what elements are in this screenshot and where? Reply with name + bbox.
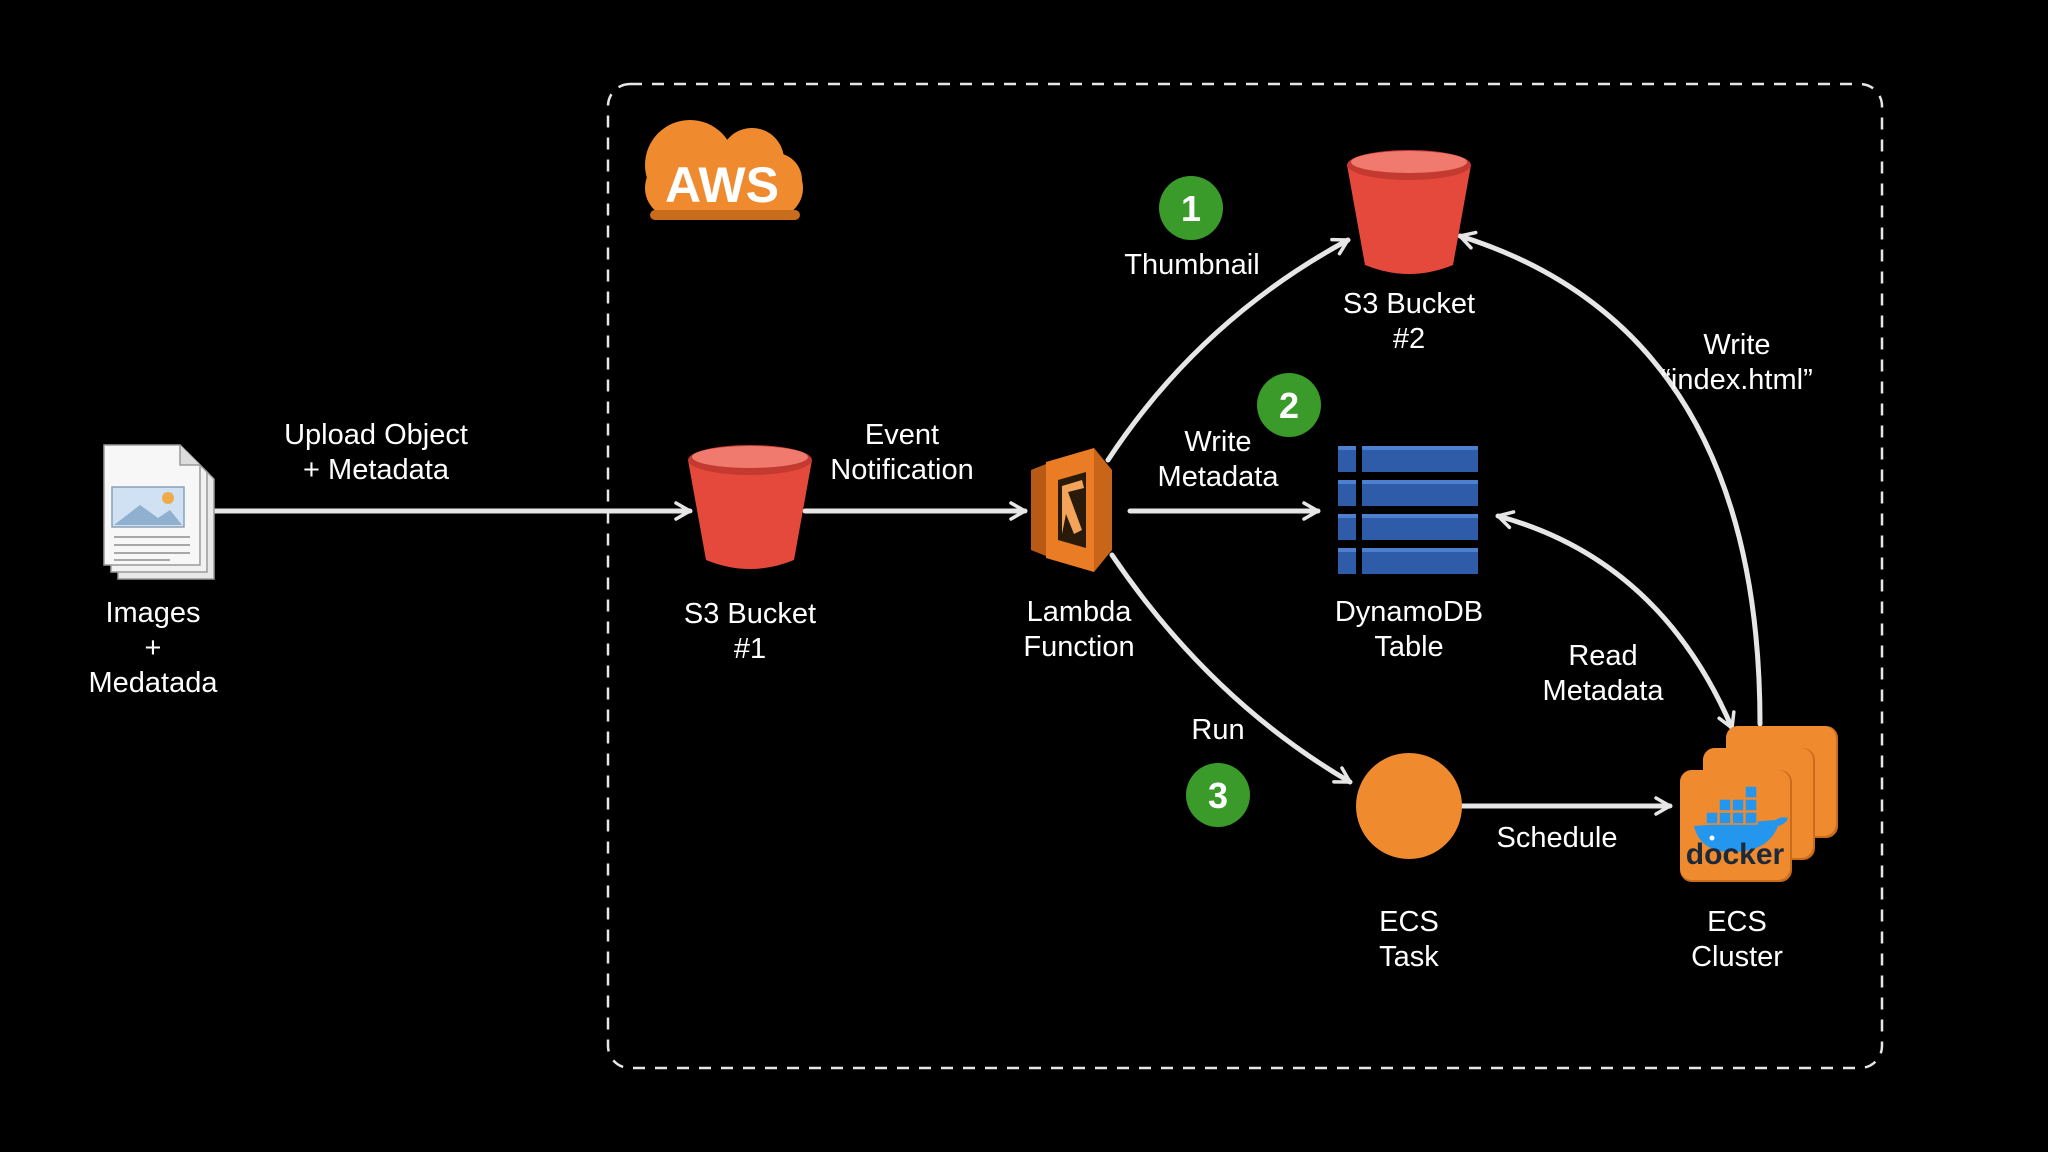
- docker-whale-icon: [1694, 785, 1788, 852]
- write-metadata-label: Write Metadata: [1157, 426, 1279, 493]
- step-badge-1: 1: [1159, 176, 1223, 240]
- lambda-function-label: Lambda Function: [1023, 596, 1135, 663]
- run-label: Run: [1191, 714, 1245, 746]
- s3-bucket-2-label: S3 Bucket #2: [1342, 288, 1476, 355]
- arrow-write-index: [1457, 230, 1763, 727]
- s3-bucket-2-icon: [1347, 150, 1471, 274]
- s3-bucket-1-label: S3 Bucket #1: [683, 598, 817, 665]
- connectors: [202, 230, 1763, 816]
- lambda-icon: [1031, 448, 1112, 572]
- document-stack-icon: [103, 444, 215, 580]
- arrow-thumbnail: [1105, 237, 1351, 463]
- thumbnail-label: Thumbnail: [1124, 249, 1260, 281]
- aws-logo-text: AWS: [665, 157, 779, 213]
- step-badge-2: 2: [1257, 373, 1321, 437]
- step-badge-3: 3: [1186, 763, 1250, 827]
- s3-bucket-1-icon: [688, 445, 812, 569]
- arrow-run: [1109, 552, 1353, 785]
- schedule-label: Schedule: [1496, 822, 1618, 854]
- svg-text:2: 2: [1279, 385, 1299, 426]
- dynamodb-table-label: DynamoDB Table: [1334, 596, 1484, 663]
- svg-text:1: 1: [1181, 188, 1201, 229]
- ecs-cluster-label: ECS Cluster: [1691, 906, 1783, 973]
- read-metadata-label: Read Metadata: [1542, 640, 1664, 707]
- aws-cloud-icon: AWS: [645, 120, 803, 220]
- ecs-task-icon: [1356, 753, 1462, 859]
- images-label: Images + Medatada: [88, 597, 218, 699]
- upload-object-label: Upload Object + Metadata: [284, 419, 468, 486]
- docker-logo-text: docker: [1686, 838, 1785, 871]
- write-index-html-label: Write “index.html”: [1661, 329, 1813, 396]
- event-notification-label: Event Notification: [830, 419, 974, 486]
- svg-text:3: 3: [1208, 775, 1228, 816]
- arrow-read-metadata: [1495, 510, 1736, 731]
- docker-icon: docker: [1680, 726, 1838, 882]
- ecs-task-label: ECS Task: [1379, 906, 1439, 973]
- dynamodb-table-icon: [1338, 446, 1478, 574]
